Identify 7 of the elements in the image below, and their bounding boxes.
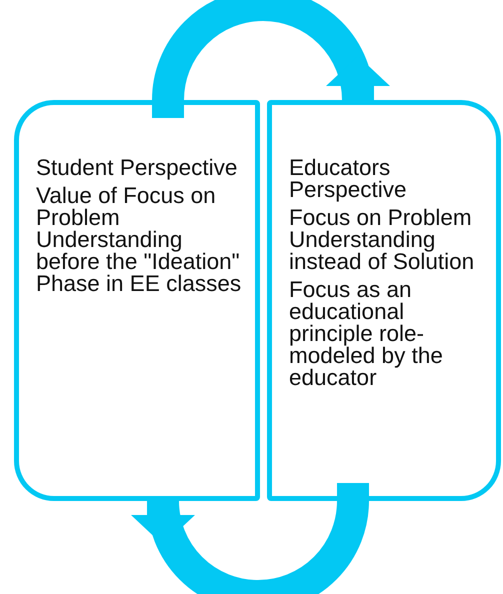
panel-text: Focus as an educational principle role-modeled by the educator: [289, 279, 444, 389]
rounded-panel: [14, 100, 260, 501]
panel-heading: Educators Perspective: [289, 157, 408, 201]
panel-text: Focus on Problem Understanding instead of Solution: [289, 207, 476, 273]
panel-text: Value of Focus on Problem Understanding before the "Ideation" Phase in EE classes: [36, 185, 242, 295]
panel-heading: Student Perspective: [36, 157, 238, 179]
rounded-panel: [267, 100, 501, 501]
